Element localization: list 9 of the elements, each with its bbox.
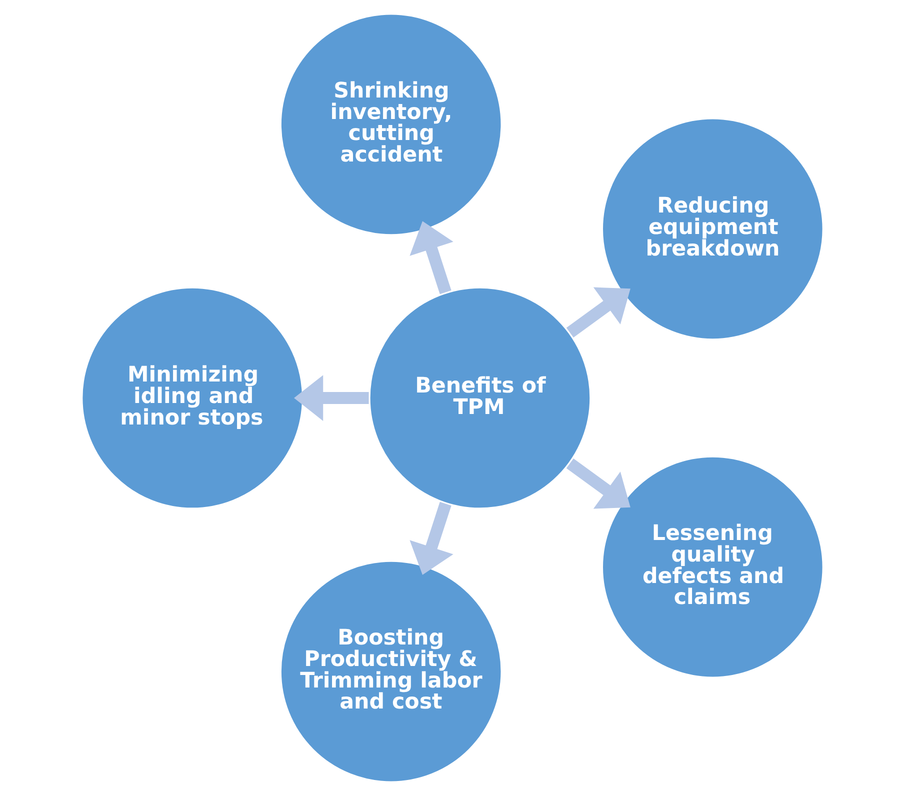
node-circle: Boosting Productivity & Trimming labor and cost — [278, 559, 503, 784]
node-circle: Minimizing idling and minor stops — [80, 286, 304, 510]
node-circle: Shrinking inventory, cutting accident — [278, 12, 503, 237]
arrow — [294, 375, 368, 421]
arrow — [566, 458, 630, 509]
arrow — [409, 502, 453, 575]
node-circle: Benefits of TPM — [367, 286, 592, 510]
arrow — [409, 221, 453, 294]
arrow — [566, 287, 630, 338]
